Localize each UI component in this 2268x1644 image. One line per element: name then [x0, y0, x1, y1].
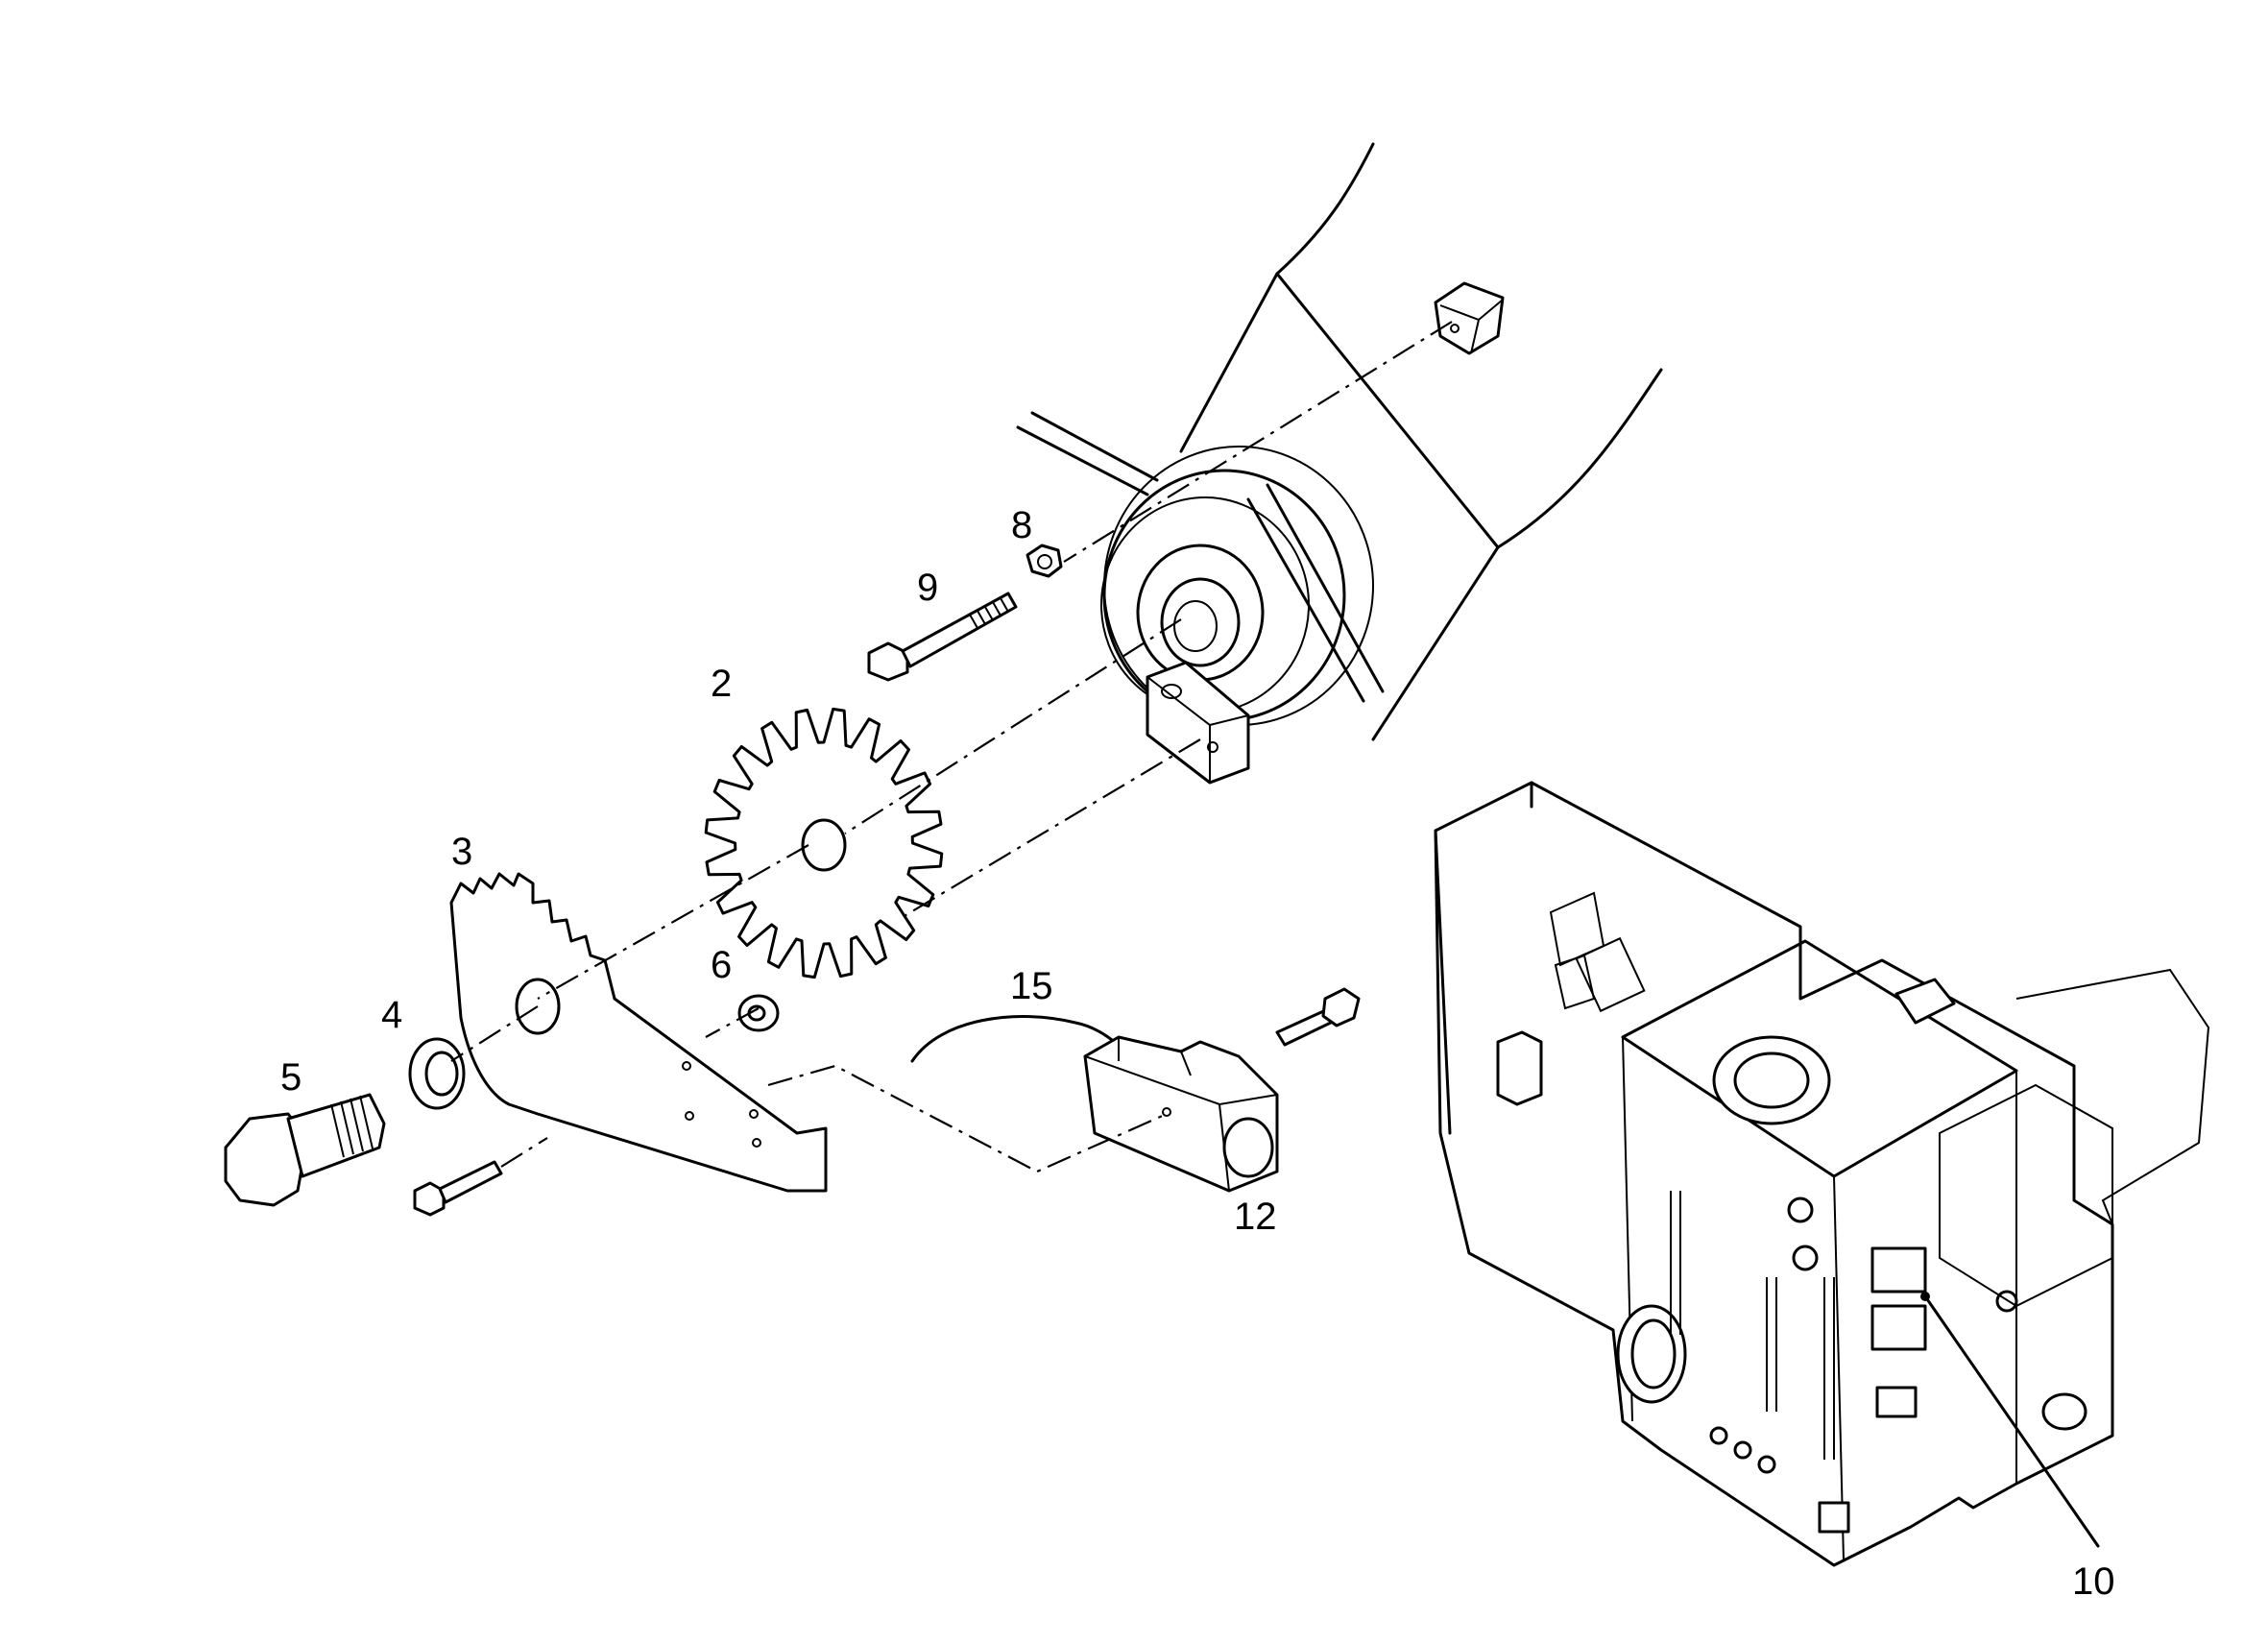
- label-9: 9: [917, 567, 938, 609]
- part-labels: 2 3 4 5 6 8 9 10 12 15: [280, 504, 2115, 1603]
- label-3: 3: [451, 831, 472, 873]
- washer-6: [737, 994, 780, 1032]
- proximity-sensor-12: [1083, 1035, 1279, 1193]
- label-8: 8: [1011, 504, 1032, 546]
- screw-12: [1275, 987, 1361, 1047]
- toothed-arm-3: [449, 872, 828, 1193]
- cable-15: [910, 1015, 1125, 1063]
- label-15: 15: [1010, 965, 1053, 1007]
- machine-body: [1434, 781, 2210, 1567]
- small-bolt: [413, 1160, 503, 1217]
- bolt-5: [224, 1093, 386, 1207]
- nut-8: [1025, 544, 1063, 578]
- sensor-bracket: [1146, 661, 1250, 785]
- toothed-wheel-2: [704, 707, 944, 979]
- washer-4: [408, 1037, 466, 1110]
- assembly-lines: [450, 321, 1453, 1173]
- boom-arm: [1016, 142, 1663, 741]
- label-5: 5: [280, 1056, 302, 1099]
- label-4: 4: [381, 994, 402, 1036]
- leader-10: [1920, 1292, 2100, 1548]
- label-12: 12: [1234, 1196, 1277, 1238]
- label-6: 6: [711, 944, 732, 986]
- pulley: [1100, 446, 1385, 726]
- bolt-9: [867, 592, 1018, 682]
- label-10: 10: [2072, 1560, 2115, 1603]
- label-2: 2: [711, 663, 732, 705]
